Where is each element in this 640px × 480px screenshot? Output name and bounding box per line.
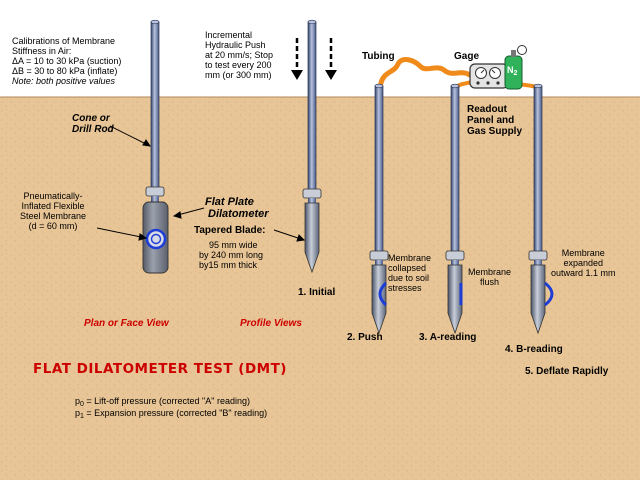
membrane-collapsed <box>378 281 388 307</box>
step-2-label: 2. Push <box>347 332 383 343</box>
calibrations-line1: Calibrations of Membrane <box>12 36 116 46</box>
readout-block: Readout Panel and Gas Supply <box>467 104 522 138</box>
p1-subscript: 1 <box>80 413 84 420</box>
calibrations-line4: ΔB = 30 to 80 kPa (inflate) <box>12 66 118 77</box>
pneumatic-line2: Inflated Flexible <box>21 201 85 212</box>
blade-dims-line3: by15 mm thick <box>199 260 258 271</box>
blade-dims-line2: by 240 mm long <box>199 250 264 261</box>
push-line1: Incremental <box>205 30 253 40</box>
expanded-line1: Membrane <box>561 248 605 258</box>
n2-subscript: 2 <box>513 70 518 77</box>
profile-views-label: Profile Views <box>240 318 302 329</box>
tubing-label: Tubing <box>362 51 395 62</box>
cone-rod-label: Cone or Drill Rod <box>72 113 114 135</box>
gas-cylinder-icon <box>504 45 527 90</box>
push-line3: at 20 mm/s; Stop <box>205 50 274 61</box>
collapsed-line4: stresses <box>388 283 422 294</box>
pneumatic-membrane-label: Pneumatically- Inflated Flexible Steel M… <box>20 191 86 231</box>
expanded-line2: expanded <box>563 258 604 269</box>
push-line5: mm (or 300 mm) <box>205 70 272 81</box>
p1-definition: p1 = Expansion pressure (corrected "B" r… <box>75 408 267 421</box>
flat-plate-label: Flat Plate Dilatometer <box>205 196 269 221</box>
p0-text: = Lift-off pressure (corrected "A" readi… <box>83 396 250 406</box>
calibrations-block: Calibrations of Membrane Stiffness in Ai… <box>12 36 121 86</box>
membrane-expanded <box>544 281 554 307</box>
membrane-face <box>145 228 167 250</box>
collapsed-line2: collapsed <box>388 263 427 274</box>
p1-symbol: p <box>75 408 81 418</box>
membrane-collapsed-label: Membrane collapsed due to soil stresses <box>388 253 431 293</box>
step-3-label: 3. A-reading <box>419 332 477 343</box>
readout-line1: Readout <box>467 104 507 115</box>
cone-rod-line2: Drill Rod <box>72 124 114 136</box>
calibrations-line3: ΔA = 10 to 30 kPa (suction) <box>12 56 122 67</box>
blade-dims-line1: 95 mm wide <box>209 240 258 250</box>
step-1-label: 1. Initial <box>298 287 336 298</box>
flush-line2: flush <box>480 277 500 288</box>
diagram-title: FLAT DILATOMETER TEST (DMT) <box>33 361 287 377</box>
calibrations-note: Note: both positive values <box>12 76 116 87</box>
membrane-flush-label: Membrane flush <box>468 267 511 287</box>
step-5-label: 5. Deflate Rapidly <box>525 366 609 377</box>
readout-line2: Panel and <box>467 115 515 127</box>
pneumatic-line1: Pneumatically- <box>23 191 83 201</box>
expanded-line3: outward 1.1 mm <box>551 268 616 279</box>
p0-subscript: 0 <box>80 401 84 408</box>
pneumatic-line4: (d = 60 mm) <box>28 221 78 232</box>
readout-line3: Gas Supply <box>467 126 523 138</box>
step-4-label: 4. B-reading <box>505 344 563 355</box>
pneumatic-line3: Steel Membrane <box>20 211 87 222</box>
gage-label: Gage <box>454 51 480 62</box>
push-line4: to test every 200 <box>205 60 272 71</box>
calibrations-line2: Stiffness in Air: <box>12 46 72 57</box>
p0-symbol: p <box>75 396 81 406</box>
profile-push <box>369 83 389 335</box>
cone-rod-line1: Cone or <box>72 113 110 124</box>
collapsed-line1: Membrane <box>388 253 432 263</box>
pressure-gauge-icon <box>469 63 509 89</box>
membrane-expanded-label: Membrane expanded outward 1.1 mm <box>551 248 616 278</box>
plan-view-dilatometer <box>142 19 169 274</box>
leader-lines <box>96 125 306 242</box>
blade-dims-label: 95 mm wide by 240 mm long by15 mm thick <box>199 240 263 270</box>
p0-definition: p0 = Lift-off pressure (corrected "A" re… <box>75 396 250 409</box>
tapered-blade-label: Tapered Blade: <box>194 225 266 236</box>
flush-line1: Membrane <box>468 267 512 277</box>
n2-symbol: N <box>507 65 514 75</box>
n2-label: N2 <box>507 65 517 78</box>
flat-plate-line1: Flat Plate <box>205 196 254 208</box>
profile-b-reading <box>528 83 554 335</box>
plan-view-label: Plan or Face View <box>84 318 169 329</box>
push-instructions: Incremental Hydraulic Push at 20 mm/s; S… <box>205 30 273 80</box>
p1-text: = Expansion pressure (corrected "B" read… <box>83 408 268 418</box>
push-line2: Hydraulic Push <box>205 40 266 51</box>
collapsed-line3: due to soil <box>388 273 430 284</box>
down-arrow-icon <box>291 38 337 80</box>
profile-initial <box>302 19 322 274</box>
flat-plate-line2: Dilatometer <box>208 208 269 221</box>
profile-a-reading <box>445 83 465 335</box>
